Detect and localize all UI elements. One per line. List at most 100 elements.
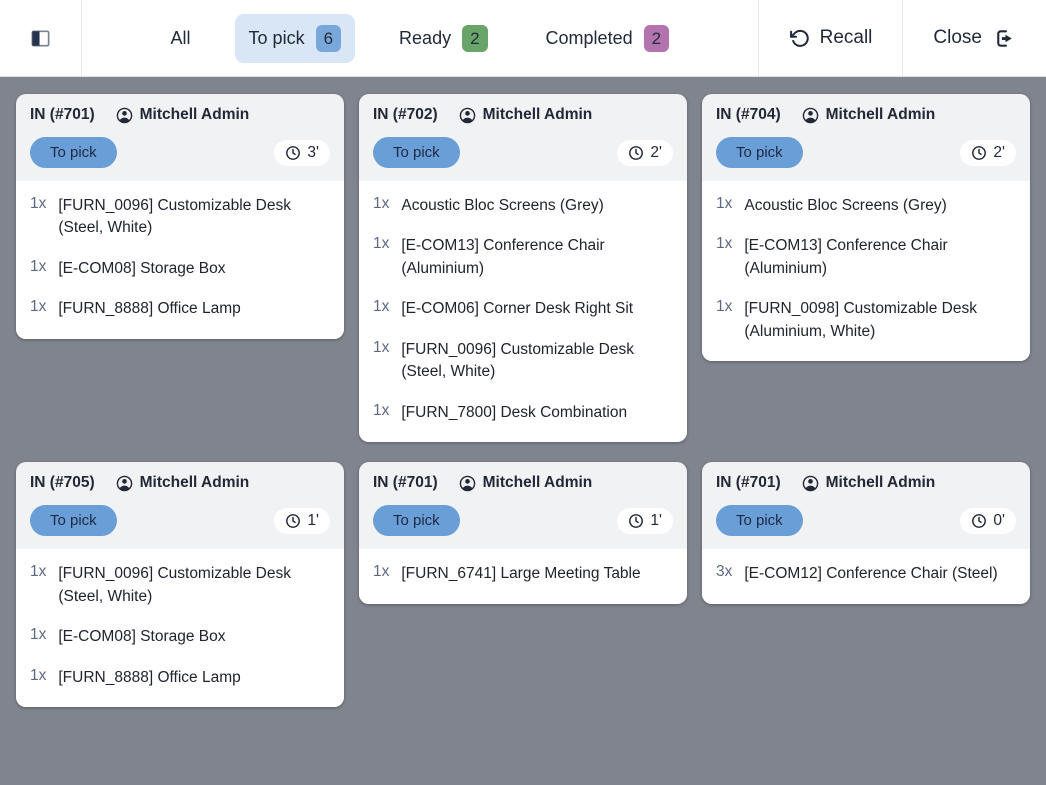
card-header: IN (#702) Mitchell Admin To pick bbox=[359, 94, 687, 181]
user-icon bbox=[802, 107, 819, 124]
time-badge: 1' bbox=[274, 507, 330, 534]
time-badge: 2' bbox=[617, 139, 673, 166]
picking-card[interactable]: IN (#701) Mitchell Admin To pick bbox=[16, 94, 344, 339]
quantity: 1x bbox=[373, 298, 390, 316]
sidebar-toggle-button[interactable] bbox=[0, 0, 82, 76]
picking-card[interactable]: IN (#701) Mitchell Admin To pick bbox=[702, 462, 1030, 604]
responsible-user: Mitchell Admin bbox=[459, 474, 592, 492]
card-header: IN (#701) Mitchell Admin To pick bbox=[359, 462, 687, 549]
product-name: Acoustic Bloc Screens (Grey) bbox=[401, 197, 604, 214]
picking-card[interactable]: IN (#702) Mitchell Admin To pick bbox=[359, 94, 687, 443]
picking-reference: IN (#701) bbox=[373, 474, 438, 492]
close-button[interactable]: Close bbox=[902, 0, 1046, 76]
quantity: 1x bbox=[716, 298, 733, 316]
picking-card[interactable]: IN (#705) Mitchell Admin To pick bbox=[16, 462, 344, 708]
product-name: [E-COM13] Conference Chair (Aluminium) bbox=[401, 237, 605, 277]
product-name: [FURN_0096] Customizable Desk (Steel, Wh… bbox=[58, 565, 291, 605]
quantity: 1x bbox=[373, 563, 390, 581]
filter-tabs: All To pick 6 Ready 2 Completed 2 bbox=[82, 0, 758, 76]
card-header: IN (#701) Mitchell Admin To pick bbox=[16, 94, 344, 181]
owner-name: Mitchell Admin bbox=[139, 474, 250, 492]
filter-tab-completed[interactable]: Completed 2 bbox=[532, 14, 684, 63]
move-line: 1x Acoustic Bloc Screens (Grey) bbox=[716, 186, 1016, 226]
filter-label: Completed bbox=[545, 28, 633, 48]
move-line: 1x [E-COM08] Storage Box bbox=[30, 617, 330, 657]
move-line: 1x [FURN_0096] Customizable Desk (Steel,… bbox=[30, 186, 330, 249]
quantity: 1x bbox=[716, 195, 733, 212]
product-name: [E-COM06] Corner Desk Right Sit bbox=[401, 300, 634, 318]
sign-out-icon bbox=[993, 27, 1016, 50]
move-line: 1x [FURN_6741] Large Meeting Table bbox=[373, 554, 673, 594]
filter-tab-all[interactable]: All bbox=[157, 18, 205, 58]
move-lines: 1x Acoustic Bloc Screens (Grey) 1x [E-CO… bbox=[359, 181, 687, 443]
picking-board: IN (#701) Mitchell Admin To pick bbox=[0, 77, 1046, 724]
status-badge: To pick bbox=[716, 505, 803, 537]
quantity: 1x bbox=[30, 298, 47, 316]
recall-button[interactable]: Recall bbox=[757, 0, 903, 76]
card-header: IN (#704) Mitchell Admin To pick bbox=[702, 94, 1030, 181]
user-icon bbox=[802, 475, 819, 492]
clock-icon bbox=[628, 145, 644, 161]
quantity: 1x bbox=[373, 338, 390, 356]
move-line: 3x [E-COM12] Conference Chair (Steel) bbox=[716, 554, 1016, 594]
status-badge: To pick bbox=[716, 137, 803, 168]
card-header: IN (#705) Mitchell Admin To pick bbox=[16, 462, 344, 549]
move-line: 1x [FURN_0096] Customizable Desk (Steel,… bbox=[373, 330, 673, 393]
move-line: 1x Acoustic Bloc Screens (Grey) bbox=[373, 186, 673, 226]
owner-name: Mitchell Admin bbox=[482, 106, 593, 123]
topbar: All To pick 6 Ready 2 Completed 2 Recall… bbox=[0, 0, 1046, 77]
product-name: [E-COM12] Conference Chair (Steel) bbox=[744, 565, 998, 583]
time-badge: 2' bbox=[960, 139, 1016, 166]
quantity: 1x bbox=[373, 401, 390, 419]
move-line: 1x [FURN_8888] Office Lamp bbox=[30, 658, 330, 698]
quantity: 3x bbox=[716, 563, 733, 581]
undo-icon bbox=[789, 28, 809, 48]
quantity: 1x bbox=[30, 666, 47, 684]
move-line: 1x [FURN_0098] Customizable Desk (Alumin… bbox=[716, 289, 1016, 352]
product-name: Acoustic Bloc Screens (Grey) bbox=[744, 197, 947, 214]
panel-toggle-icon bbox=[29, 27, 52, 50]
clock-icon bbox=[285, 513, 301, 529]
quantity: 1x bbox=[30, 563, 47, 581]
filter-tab-to-pick[interactable]: To pick 6 bbox=[234, 13, 356, 63]
time-badge: 1' bbox=[617, 507, 673, 534]
move-lines: 1x Acoustic Bloc Screens (Grey) 1x [E-CO… bbox=[702, 181, 1030, 362]
time-value: 3' bbox=[307, 143, 319, 161]
quantity: 1x bbox=[373, 235, 390, 253]
card-header: IN (#701) Mitchell Admin To pick bbox=[702, 462, 1030, 549]
count-badge: 2 bbox=[643, 24, 670, 52]
time-value: 1' bbox=[650, 512, 662, 530]
responsible-user: Mitchell Admin bbox=[459, 106, 593, 124]
product-name: [FURN_0096] Customizable Desk (Steel, Wh… bbox=[58, 197, 291, 237]
status-badge: To pick bbox=[30, 137, 117, 168]
close-label: Close bbox=[933, 27, 982, 48]
product-name: [FURN_8888] Office Lamp bbox=[58, 668, 241, 686]
status-badge: To pick bbox=[30, 505, 117, 537]
count-badge: 6 bbox=[315, 24, 342, 52]
picking-reference: IN (#705) bbox=[30, 474, 95, 492]
quantity: 1x bbox=[716, 235, 733, 253]
owner-name: Mitchell Admin bbox=[825, 106, 936, 123]
filter-label: To pick bbox=[248, 28, 305, 48]
responsible-user: Mitchell Admin bbox=[802, 474, 936, 492]
clock-icon bbox=[628, 513, 644, 529]
move-lines: 1x [FURN_0096] Customizable Desk (Steel,… bbox=[16, 549, 344, 708]
product-name: [FURN_7800] Desk Combination bbox=[401, 403, 628, 421]
product-name: [E-COM13] Conference Chair (Aluminium) bbox=[744, 237, 948, 277]
status-badge: To pick bbox=[373, 137, 460, 168]
move-line: 1x [FURN_8888] Office Lamp bbox=[30, 289, 330, 329]
filter-tab-ready[interactable]: Ready 2 bbox=[385, 14, 502, 63]
picking-card[interactable]: IN (#704) Mitchell Admin To pick bbox=[702, 94, 1030, 362]
quantity: 1x bbox=[30, 257, 47, 275]
user-icon bbox=[116, 475, 133, 492]
move-line: 1x [E-COM13] Conference Chair (Aluminium… bbox=[716, 226, 1016, 289]
move-line: 1x [FURN_7800] Desk Combination bbox=[373, 393, 673, 433]
owner-name: Mitchell Admin bbox=[825, 474, 936, 492]
picking-card[interactable]: IN (#701) Mitchell Admin To pick bbox=[359, 462, 687, 604]
picking-reference: IN (#702) bbox=[373, 106, 438, 123]
quantity: 1x bbox=[373, 195, 390, 212]
clock-icon bbox=[971, 145, 987, 161]
move-line: 1x [E-COM06] Corner Desk Right Sit bbox=[373, 289, 673, 329]
clock-icon bbox=[971, 513, 987, 529]
product-name: [E-COM08] Storage Box bbox=[58, 259, 226, 277]
